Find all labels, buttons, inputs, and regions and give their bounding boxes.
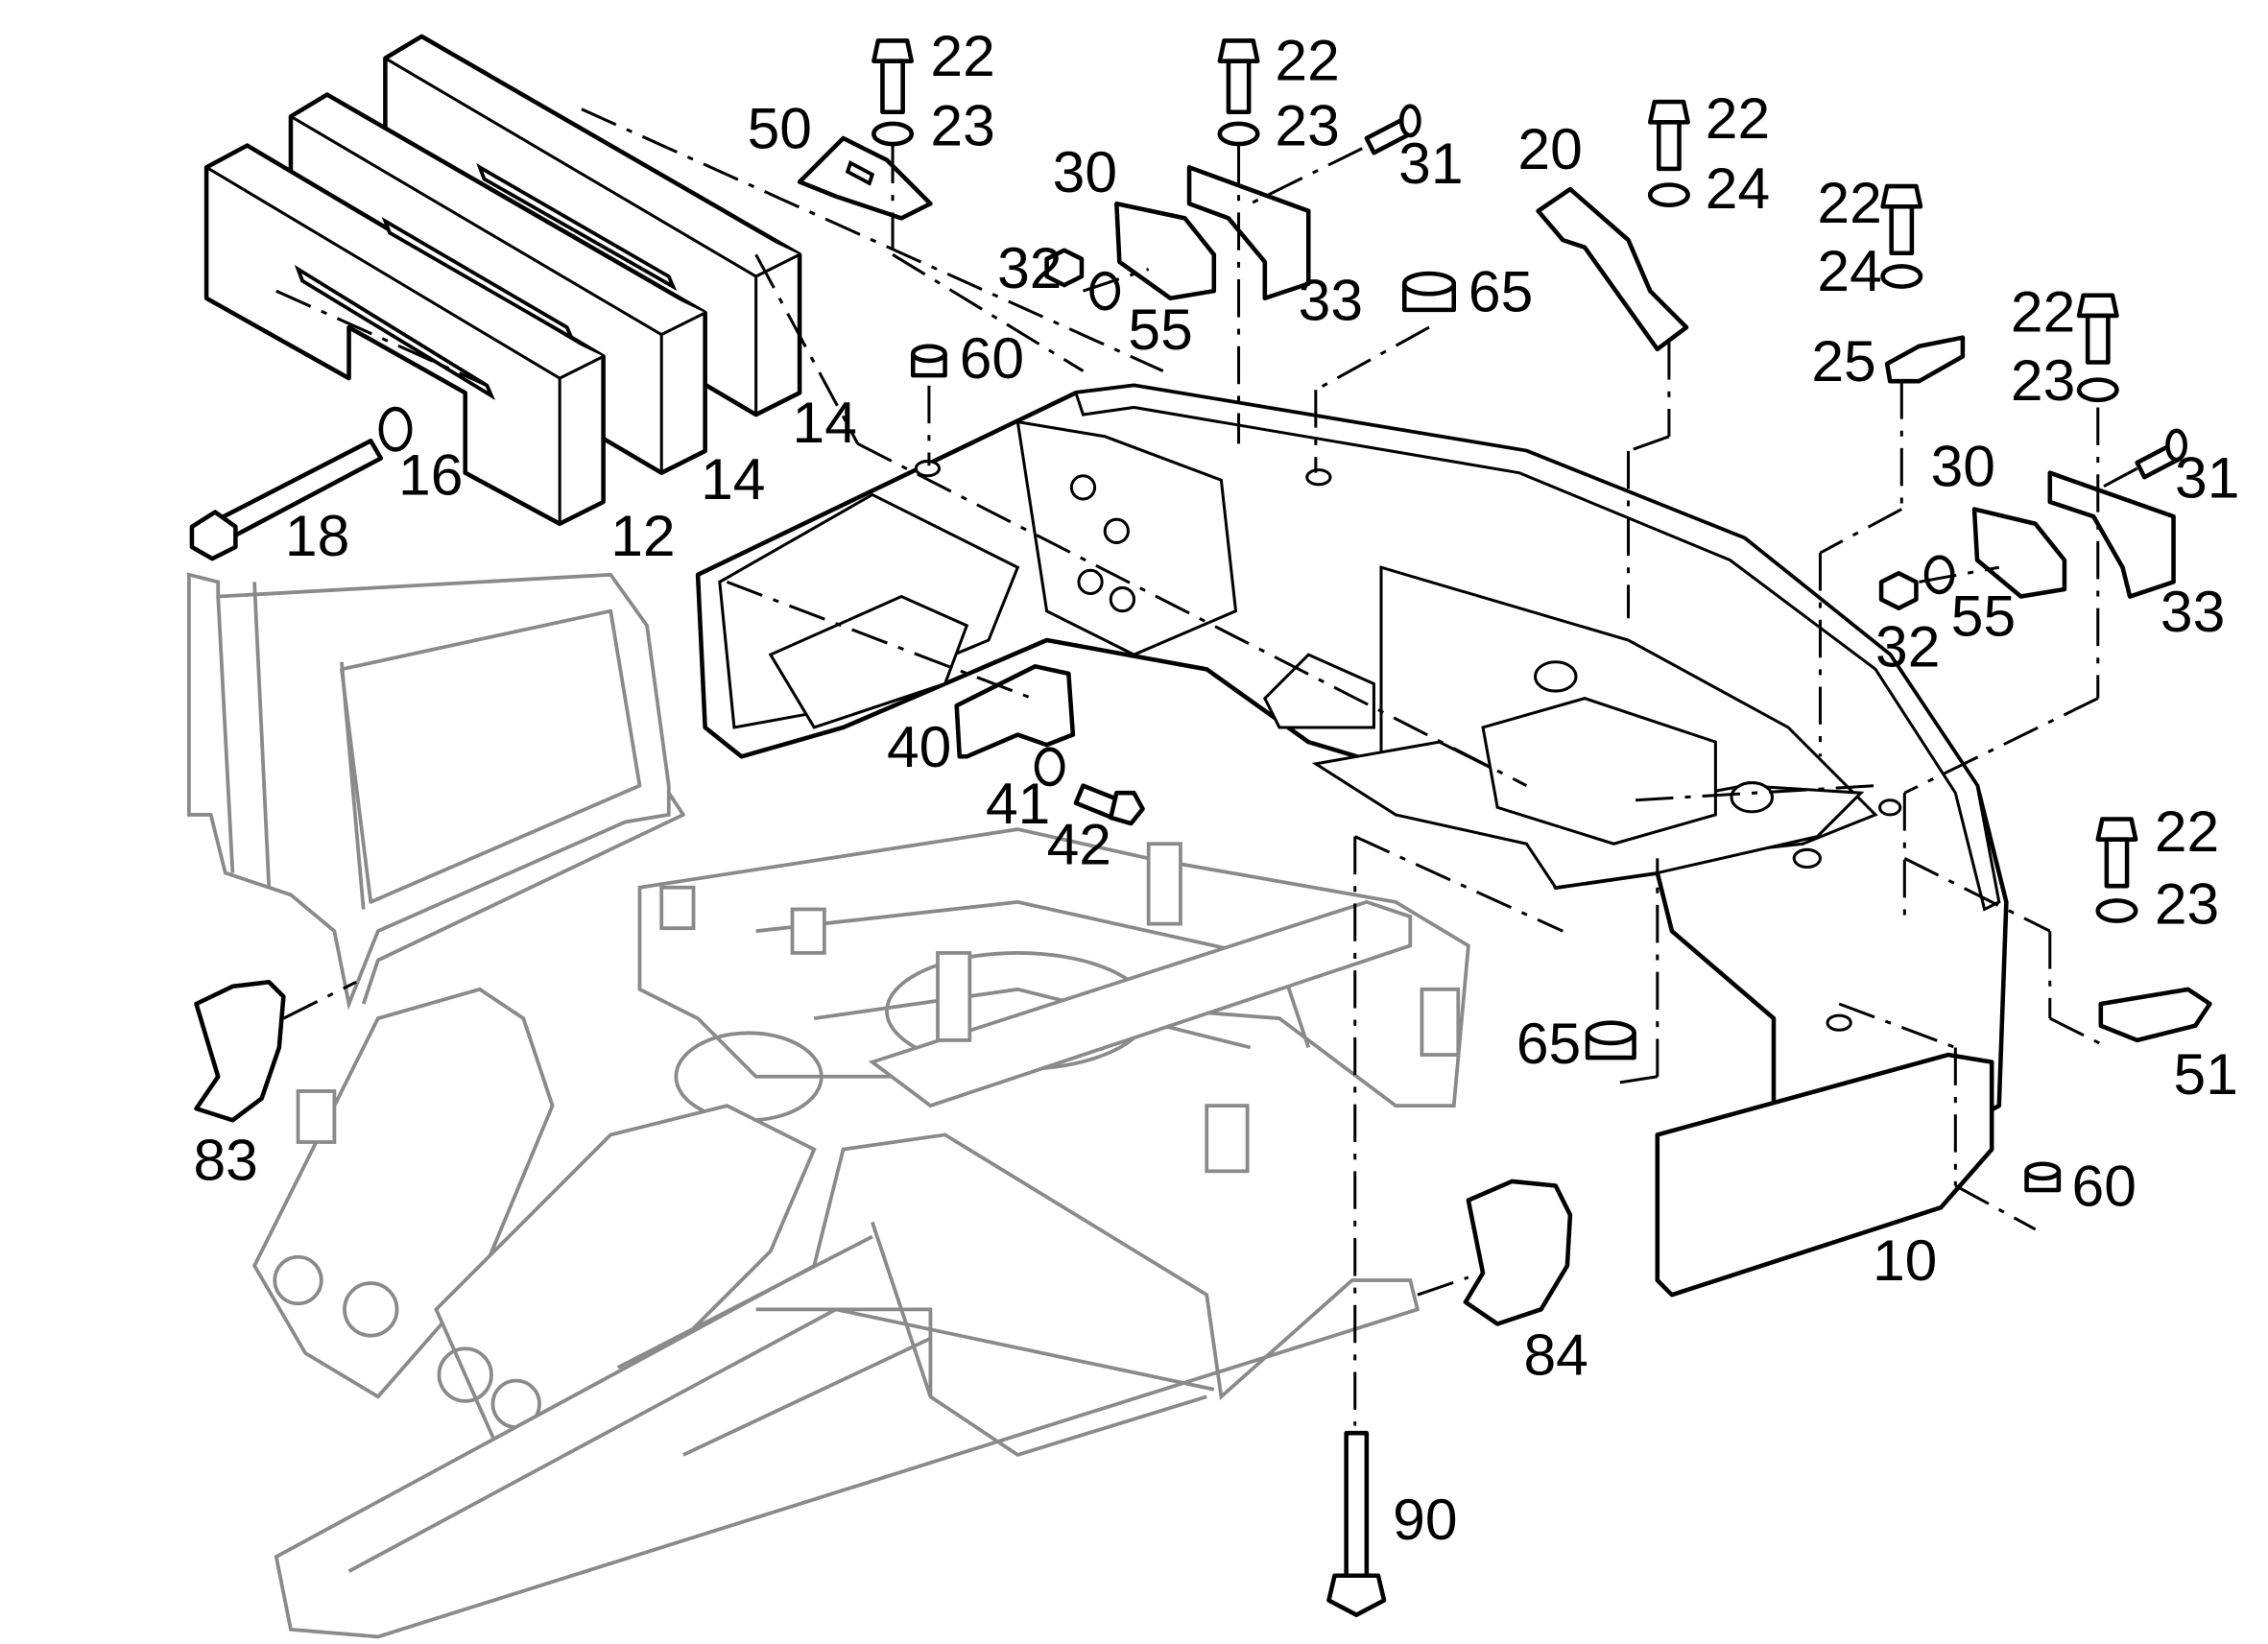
ballast-slabs bbox=[203, 34, 802, 527]
callout-83: 83 bbox=[193, 1127, 257, 1192]
callout-14: 14 bbox=[701, 446, 765, 512]
callout-32: 32 bbox=[1875, 613, 1940, 679]
callout-22: 22 bbox=[2155, 798, 2219, 864]
callout-22: 22 bbox=[1706, 85, 1770, 151]
callout-14: 14 bbox=[793, 390, 857, 455]
callout-41: 41 bbox=[986, 771, 1050, 836]
bolts-and-washers bbox=[189, 38, 2187, 1617]
callout-30: 30 bbox=[1053, 139, 1117, 204]
callout-51: 51 bbox=[2174, 1041, 2238, 1107]
callout-33: 33 bbox=[1299, 267, 1363, 332]
callout-65: 65 bbox=[1516, 1011, 1581, 1076]
callout-55: 55 bbox=[1951, 583, 2016, 648]
callout-23: 23 bbox=[930, 93, 994, 158]
callout-65: 65 bbox=[1468, 258, 1533, 323]
callout-23: 23 bbox=[1275, 93, 1339, 158]
callout-22: 22 bbox=[2011, 279, 2075, 345]
callout-33: 33 bbox=[2161, 579, 2225, 644]
callout-90: 90 bbox=[1393, 1487, 1457, 1552]
callout-22: 22 bbox=[930, 23, 994, 88]
upper-frame-structure bbox=[187, 572, 1470, 1639]
callout-20: 20 bbox=[1517, 116, 1582, 181]
callout-32: 32 bbox=[997, 235, 1062, 300]
callout-24: 24 bbox=[1817, 238, 1881, 303]
callout-22: 22 bbox=[1817, 170, 1881, 235]
plugs-60-65 bbox=[910, 271, 2062, 1193]
callout-18: 18 bbox=[285, 503, 349, 568]
callout-50: 50 bbox=[748, 96, 812, 161]
callout-55: 55 bbox=[1128, 297, 1192, 362]
callout-23: 23 bbox=[2011, 347, 2075, 413]
callout-30: 30 bbox=[1931, 433, 1995, 498]
counterweight-body bbox=[695, 383, 2009, 1152]
callout-31: 31 bbox=[2175, 444, 2239, 510]
callout-10: 10 bbox=[1873, 1227, 1937, 1293]
callout-23: 23 bbox=[2155, 871, 2219, 937]
callout-22: 22 bbox=[1275, 27, 1339, 92]
callout-12: 12 bbox=[610, 503, 675, 568]
callout-24: 24 bbox=[1706, 155, 1770, 221]
side-cover-10 bbox=[1655, 1052, 1994, 1298]
brackets-and-latches bbox=[194, 135, 2212, 1326]
callout-16: 16 bbox=[398, 441, 463, 507]
callout-labels: 22 23 50 22 23 30 31 32 55 33 65 20 22 2… bbox=[193, 23, 2239, 1552]
callout-40: 40 bbox=[887, 714, 951, 779]
callout-31: 31 bbox=[1398, 131, 1463, 196]
callout-42: 42 bbox=[1047, 811, 1111, 876]
callout-25: 25 bbox=[1811, 328, 1875, 393]
callout-60: 60 bbox=[2072, 1154, 2137, 1219]
callout-60: 60 bbox=[960, 325, 1024, 391]
callout-84: 84 bbox=[1523, 1322, 1588, 1388]
leader-lines bbox=[275, 107, 2138, 1426]
